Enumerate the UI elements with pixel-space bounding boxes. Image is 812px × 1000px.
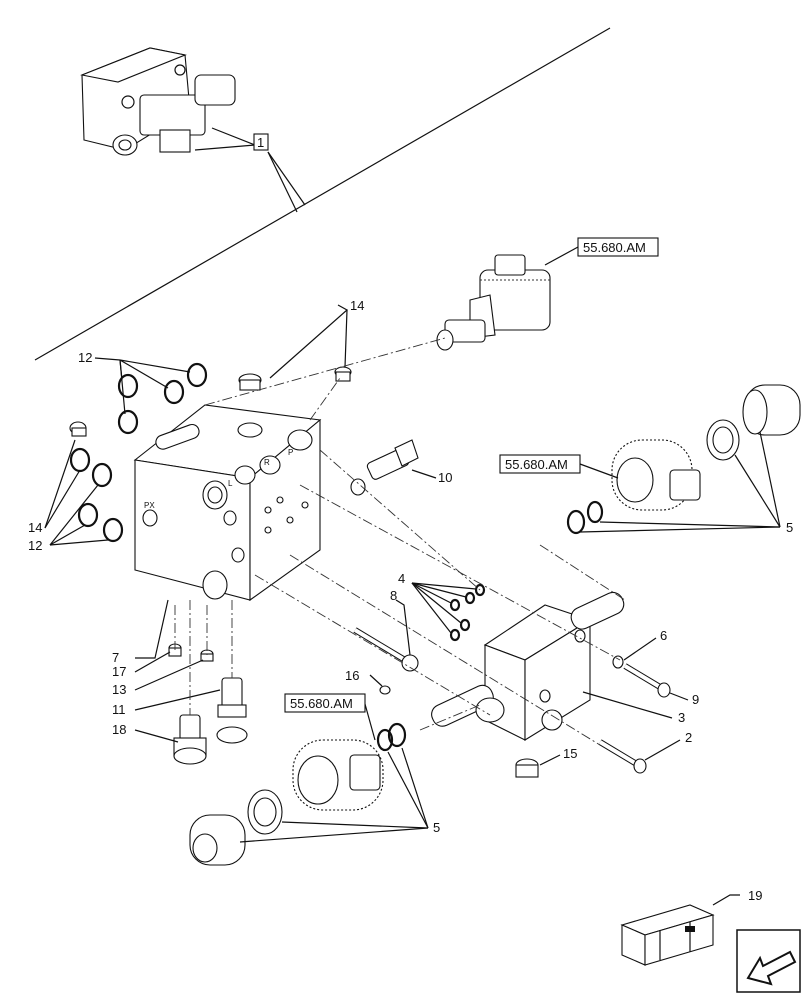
- valve-block: [133, 404, 322, 602]
- previous-arrow-icon[interactable]: [736, 929, 801, 993]
- port-marking-r: R: [264, 458, 270, 467]
- callout-15: 15: [563, 746, 577, 761]
- bottom-nut: [247, 789, 283, 835]
- plug-15: [515, 758, 539, 778]
- right-solenoid-coil: [611, 439, 701, 511]
- callout-18: 18: [112, 722, 126, 737]
- plug-16: [379, 685, 391, 695]
- orings-5-right: [566, 500, 604, 535]
- callout-12-left: 12: [28, 538, 42, 553]
- port-marking-p: P: [288, 448, 293, 457]
- plug-14-top: [238, 366, 352, 391]
- right-nut: [706, 419, 740, 461]
- plug-13: [200, 649, 214, 662]
- orings-4: [449, 583, 486, 642]
- valve-body-3: [431, 591, 625, 741]
- orings-12-top: [117, 362, 208, 435]
- inset-valve-assembly: [80, 47, 236, 156]
- bottom-cap: [189, 814, 246, 866]
- callout-16: 16: [345, 668, 359, 683]
- orings-12-left: [69, 447, 124, 543]
- callout-2: 2: [685, 730, 692, 745]
- ref-left-box: [284, 693, 366, 713]
- bolt-8: [353, 627, 419, 672]
- relief-valve-10: [350, 439, 419, 496]
- washer-6: [612, 655, 624, 669]
- callout-4: 4: [398, 571, 405, 586]
- callout-1-box: [253, 133, 269, 151]
- orings-5-bottom: [376, 722, 407, 752]
- callout-12-top: 12: [78, 350, 92, 365]
- ref-top-label: 55.680.AM: [583, 240, 646, 255]
- bottom-solenoid-coil: [292, 739, 384, 811]
- callout-5-right: 5: [786, 520, 793, 535]
- screw-9: [623, 663, 671, 698]
- callout-3: 3: [678, 710, 685, 725]
- crate-icon: [620, 904, 715, 966]
- callout-5-bottom: 5: [433, 820, 440, 835]
- ref-right-label: 55.680.AM: [505, 457, 568, 472]
- callout-14-left: 14: [28, 520, 42, 535]
- fitting-11: [216, 677, 248, 744]
- port-marking-px: PX: [144, 501, 155, 510]
- callout-8: 8: [390, 588, 397, 603]
- callout-9: 9: [692, 692, 699, 707]
- separator-line: [34, 27, 611, 361]
- callout-1: 1: [257, 135, 264, 150]
- fitting-18: [173, 714, 207, 765]
- port-marking-l: L: [228, 479, 233, 488]
- callout-7: 7: [112, 650, 119, 665]
- callout-14-top: 14: [350, 298, 364, 313]
- callout-17: 17: [112, 664, 126, 679]
- callout-19: 19: [748, 888, 762, 903]
- ref-left-label: 55.680.AM: [290, 696, 353, 711]
- top-solenoid-cartridge: [436, 254, 551, 351]
- callout-6: 6: [660, 628, 667, 643]
- screw-2: [598, 739, 647, 774]
- plug-14-left: [69, 421, 87, 437]
- callout-10: 10: [438, 470, 452, 485]
- callout-11: 11: [112, 702, 126, 717]
- callout-13: 13: [112, 682, 126, 697]
- assembly-centerlines: [174, 337, 626, 746]
- right-cap: [742, 384, 801, 436]
